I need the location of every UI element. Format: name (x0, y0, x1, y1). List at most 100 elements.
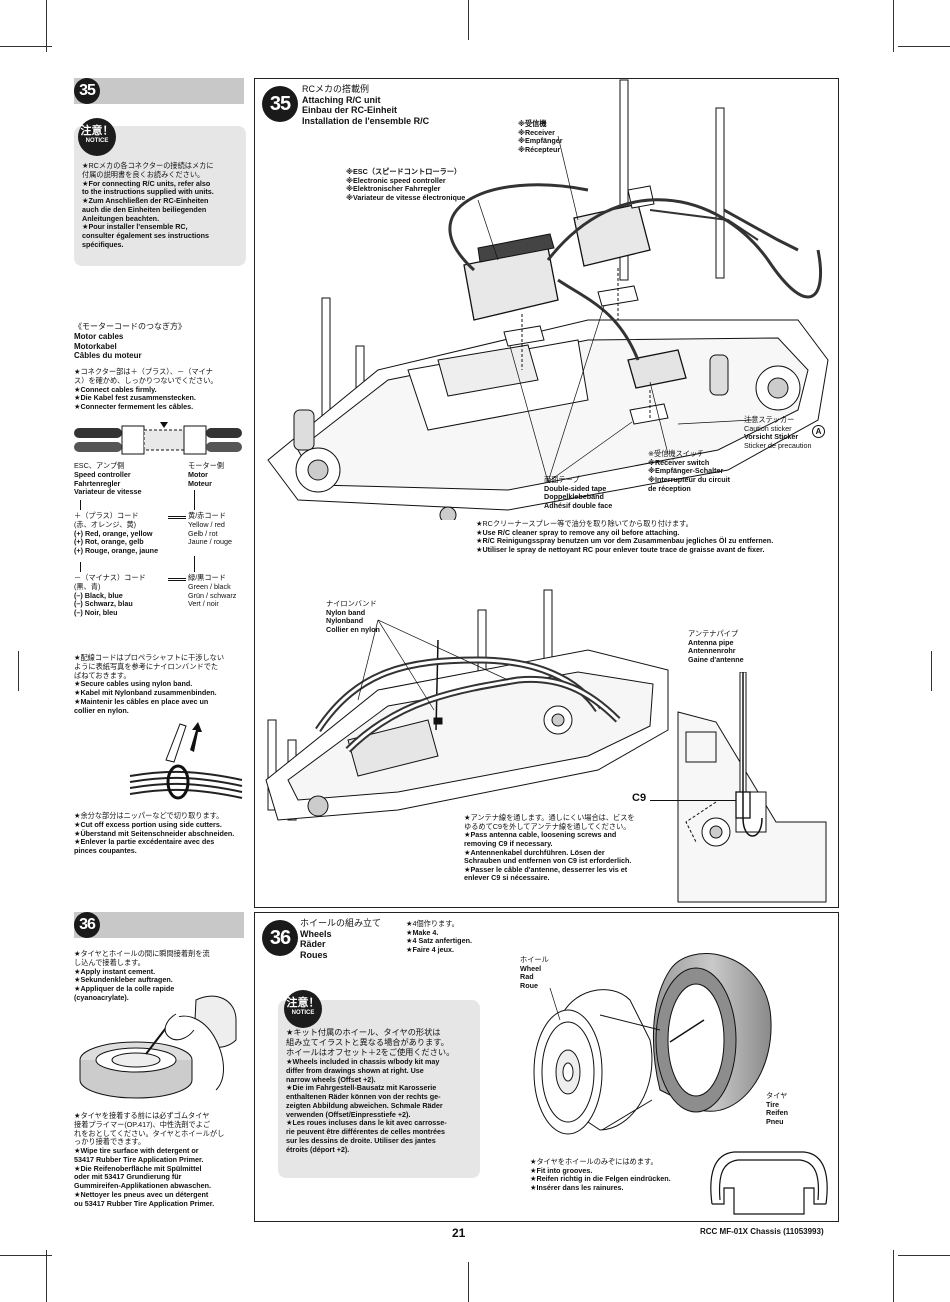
step35-notice-text: ★RCメカの各コネクターの接続はメカに 付属の説明書を良くお読みください。 ★F… (82, 161, 242, 250)
label-line: (赤、オレンジ、黄) (74, 519, 137, 529)
crop-mark (898, 1255, 950, 1256)
note-line: ★Die im Fahrgestell-Bausatz mit Karosser… (286, 1083, 437, 1093)
label-line: de réception (648, 483, 691, 493)
note-line: ス）を確かめ、しっかりつないでください。 (74, 375, 218, 385)
label-line: ※受信機スイッチ (648, 449, 705, 458)
step35-sidebar-header (74, 78, 244, 104)
label-line: Adhésif double face (544, 500, 613, 510)
notice-badge-en: NOTICE (85, 138, 109, 144)
receiver-label: ※受信機 ※Receiver ※Empfänger ※Récepteur (518, 119, 563, 155)
label-line: 黄/赤コード (188, 511, 226, 520)
label-line: 両面テープ (544, 475, 580, 484)
chassis-rc-install-drawing (267, 79, 829, 520)
label-line: Nylonband (326, 616, 364, 626)
note-line: ou 53417 Rubber Tire Application Primer. (74, 1198, 215, 1208)
note-line: ★4 Satz anfertigen. (406, 936, 472, 946)
note-line: pinces coupantes. (74, 846, 137, 856)
note-line: ★Reifen richtig in die Felgen eindrücken… (530, 1174, 671, 1184)
label-line: Sticker de precaution (744, 440, 812, 450)
note-line: れをおとしてください。タイヤとホイールがし (74, 1128, 225, 1138)
note-line: ★Die Reifenoberfläche mit Spülmittel (74, 1163, 202, 1173)
crop-mark (0, 1255, 52, 1256)
note-line: ★配線コードはプロペラシャフトに干渉しない (74, 653, 225, 662)
note-line: ように表紙写真を参考にナイロンバンドでた (74, 661, 219, 671)
notice-badge-jp: 注意！ (80, 125, 114, 137)
motor-title-line: Motor cables (74, 331, 124, 341)
label-line: Tire (766, 1099, 780, 1109)
note-line: (cyanoacrylate). (74, 992, 129, 1002)
label-line: Speed controller (74, 469, 131, 479)
label-line: －（マイナス）コード (74, 573, 146, 582)
crop-mark (0, 46, 52, 47)
note-line: étroits (déport +2). (286, 1144, 350, 1154)
note-line: ★タイヤを接着する前には必ずゴムタイヤ (74, 1111, 210, 1120)
step36-number: 36 (262, 920, 298, 956)
note-line: consulter également ses instructions (82, 231, 210, 241)
note-line: ★Die Kabel fest zusammenstecken. (74, 393, 196, 403)
chassis-cable-routing-drawing (265, 589, 669, 821)
crop-mark (18, 651, 19, 691)
note-line: ★コネクター部は＋（プラス）、－（マイナ (74, 367, 213, 376)
wheel-label: ホイール Wheel Rad Roue (520, 955, 549, 991)
note-line: narrow wheels (Offset +2). (286, 1074, 376, 1084)
cut-excess-notes: ★余分な部分はニッパーなどで切り取ります。 ★Cut off excess po… (74, 811, 234, 856)
cement-application-illustration (79, 995, 237, 1099)
note-line: enlever C9 si nécessaire. (464, 873, 550, 883)
label-line: Moteur (188, 478, 212, 488)
note-line: ★Sekundenkleber auftragen. (74, 975, 173, 985)
note-line: oder mit 53417 Grundierung für (74, 1172, 182, 1182)
antenna-detail-drawing (677, 672, 827, 903)
antenna-pipe-label: アンテナパイプ Antenna pipe Antennenrohr Gaine … (688, 629, 744, 665)
note-line: ★Nettoyer les pneus avec un détergent (74, 1190, 209, 1200)
cleaner-spray-notes: ★RCクリーナースプレー等で油分を取り除いてから取り付けます。 ★Use R/C… (476, 519, 773, 555)
label-line: モーター側 (188, 461, 224, 470)
label-line: Jaune / rouge (188, 537, 232, 547)
note-line: ★余分な部分はニッパーなどで切り取ります。 (74, 811, 224, 820)
step35-sidebar-number: 35 (74, 78, 100, 104)
note-line: Schrauben und entfernen von C9 ist erfor… (464, 856, 632, 866)
note-line: ★Secure cables using nylon band. (74, 679, 193, 689)
antenna-notes: ★アンテナ線を通します。通しにくい場合は、ビスを ゆるめてC9を外してアンテナ線… (464, 813, 635, 883)
note-line: ★RCメカの各コネクターの接続はメカに (82, 161, 214, 170)
note-line: ★Enlever la partie excédentaire avec des (74, 837, 215, 847)
label-line: ナイロンバンド (326, 599, 377, 608)
note-line: っかり接着できます。 (74, 1137, 146, 1147)
title-line: Attaching R/C unit (302, 94, 381, 105)
note-line: ★Les roues incluses dans le kit avec car… (286, 1118, 447, 1128)
label-line: ※Récepteur (518, 144, 561, 154)
label-line: (+) Rot, orange, gelb (74, 537, 144, 547)
step36-title: ホイールの組み立て Wheels Räder Roues (300, 918, 381, 960)
label-line: Vorsicht Sticker (744, 432, 799, 442)
note-line: ★RCクリーナースプレー等で油分を取り除いてから取り付けます。 (476, 519, 693, 528)
note-line: ★Pour installer l'ensemble RC, (82, 222, 188, 232)
note-line: removing C9 if necessary. (464, 838, 553, 848)
note-line: ★Insérer dans les rainures. (530, 1182, 624, 1192)
connector-illustration (74, 422, 242, 455)
minus-motor-label: 緑/黒コード Green / black Grün / schwarz Vert… (188, 573, 236, 609)
note-line: to the instructions supplied with units. (82, 187, 214, 197)
double-sided-tape-label: 両面テープ Double-sided tape Doppelklebeband … (544, 475, 613, 511)
note-line: ★Faire 4 jeux. (406, 944, 454, 954)
step36-sidebar-number: 36 (74, 912, 100, 938)
step36-notice-text: ★キット付属のホイール、タイヤの形状は 組み立てイラストと異なる場合があります。… (286, 1028, 454, 1155)
label-line: Gaine d'antenne (688, 654, 744, 664)
label-line: Pneu (766, 1116, 784, 1126)
crop-mark (931, 651, 932, 691)
motor-cables-notes: ★コネクター部は＋（プラス）、－（マイナ ス）を確かめ、しっかりつないでください… (74, 367, 218, 412)
note-line: sur les dessins de droite. Utiliser des … (286, 1136, 436, 1146)
label-line: タイヤ (766, 1091, 788, 1100)
motor-title-line: Câbles du moteur (74, 351, 142, 361)
cable-secure-notes: ★配線コードはプロペラシャフトに干渉しない ように表紙写真を参考にナイロンバンド… (74, 653, 225, 715)
label-line: (–) Black, blue (74, 590, 123, 600)
esc-side-label: ESC、アンプ側 Speed controller Fahrtenregler … (74, 461, 142, 497)
label-line: 緑/黒コード (188, 573, 226, 582)
note-line: ★Connecter fermement les câbles. (74, 402, 194, 412)
crop-mark (898, 46, 950, 47)
crop-mark (46, 0, 47, 52)
note-line: ★Fit into grooves. (530, 1165, 593, 1175)
leader-line (80, 500, 81, 510)
step36-notice-box (278, 1000, 480, 1178)
leader-line (194, 490, 195, 510)
note-line: ★Passer le câble d'antenne, desserrer le… (464, 864, 628, 874)
step36-sidebar-header (74, 912, 244, 938)
